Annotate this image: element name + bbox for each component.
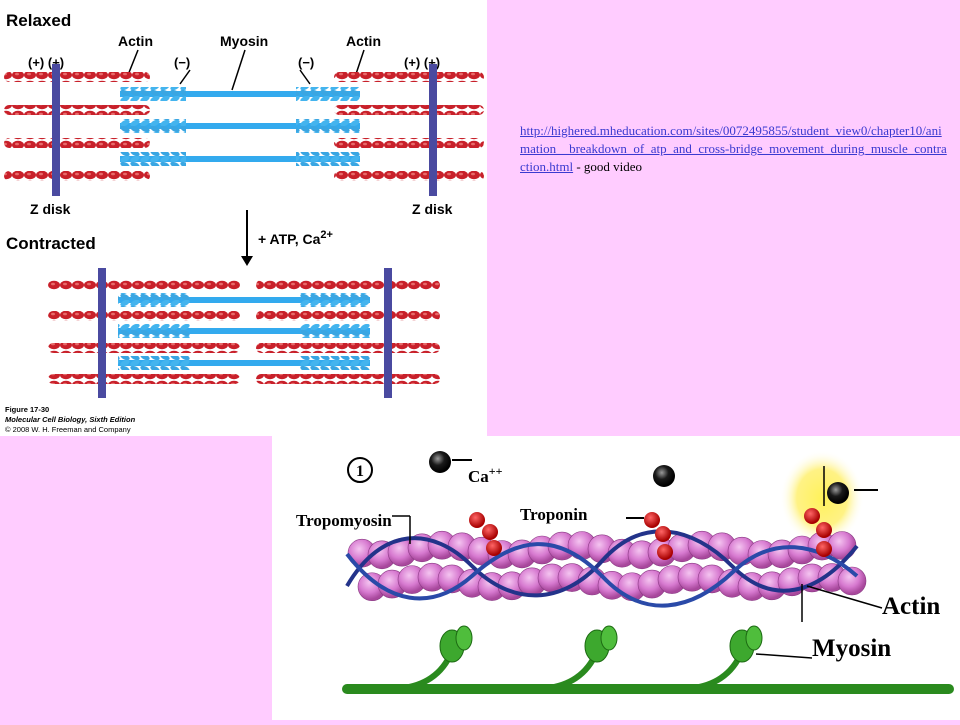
sarcomere-diagram: Relaxed Actin Myosin Actin (+) (+) (−) (… <box>4 11 484 434</box>
caption-line3: © 2008 W. H. Freeman and Company <box>5 425 131 434</box>
myosin-label: Myosin <box>812 635 891 662</box>
tropomyosin-strand-2 <box>345 542 859 608</box>
actin-filament-segment <box>256 374 440 384</box>
myosin-thick-filament <box>118 328 370 334</box>
troponin-complex-3 <box>804 508 832 557</box>
z-disk <box>52 64 60 196</box>
myosin-heads <box>118 293 190 307</box>
actin-monomer <box>827 531 857 560</box>
z-disk <box>429 64 437 196</box>
myosin-pointer <box>231 49 246 91</box>
actin-monomer <box>837 566 867 596</box>
relaxed-label: Relaxed <box>6 11 71 30</box>
minus-right-pointer <box>299 69 311 85</box>
myosin-heads <box>118 324 190 338</box>
actin-filament-segment <box>334 72 484 82</box>
transition-arrow-head <box>241 256 253 266</box>
caption-line1: Figure 17-30 <box>5 405 49 414</box>
minus-left-pointer <box>179 69 191 85</box>
actin-filament-segment <box>334 138 484 148</box>
myosin-heads <box>300 324 370 338</box>
myosin-heads <box>296 152 360 166</box>
actin-filament-segment <box>48 280 240 290</box>
link-block: http://highered.mheducation.com/sites/00… <box>520 122 950 176</box>
calcium-ion-2 <box>653 465 675 487</box>
myosin-heads <box>300 293 370 307</box>
myosin-heads <box>120 87 186 101</box>
actin-filament-segment <box>48 374 240 384</box>
tropomyosin-label: Tropomyosin <box>296 511 392 530</box>
actin-label-left: Actin <box>118 33 153 49</box>
myosin-heads <box>120 152 186 166</box>
caption-line2: Molecular Cell Biology, Sixth Edition <box>5 415 136 424</box>
calcium-label: Ca++ <box>468 464 503 486</box>
myosin-heads <box>118 356 190 370</box>
myosin-thick-filament <box>118 360 370 366</box>
actin-filament-segment <box>4 138 150 148</box>
contracted-label: Contracted <box>6 234 96 253</box>
myosin-thick-filament <box>120 156 360 162</box>
contracted-sarcomere <box>48 268 440 398</box>
z-disk-label-right: Z disk <box>412 201 453 217</box>
myosin-backbone <box>342 684 954 694</box>
video-link[interactable]: http://highered.mheducation.com/sites/00… <box>520 123 947 174</box>
actin-filament <box>347 530 867 602</box>
step-number: 1 <box>356 463 364 480</box>
actin-filament-segment <box>4 105 150 115</box>
thin-filament-diagram: 1 <box>296 450 954 694</box>
myosin-filament <box>342 625 954 694</box>
myosin-heads <box>296 119 360 133</box>
myosin-head-lobe <box>455 625 473 651</box>
z-disk-label-left: Z disk <box>30 201 71 217</box>
actin-filament-segment <box>4 171 150 181</box>
actin-filament-segment <box>334 171 484 181</box>
calcium-ion-1 <box>429 451 451 473</box>
step-number-circle <box>347 457 373 483</box>
link-area <box>487 0 960 357</box>
actin-label-right: Actin <box>346 33 381 49</box>
actin-filament-segment <box>4 72 150 82</box>
actin-filament-segment <box>256 280 440 290</box>
link-suffix: - good video <box>573 159 643 174</box>
myosin-pointer <box>755 653 813 659</box>
actin-filament-segment <box>256 343 440 353</box>
myosin-head-lobe <box>600 625 618 651</box>
troponin-complex-2 <box>644 512 673 560</box>
myosin-heads <box>120 119 186 133</box>
myosin-heads <box>296 87 360 101</box>
thin-filament-figure: 1 <box>272 436 960 720</box>
arrow-label: + ATP, Ca2+ <box>258 229 333 247</box>
actin-pointer <box>806 585 883 609</box>
sarcomere-figure: Relaxed Actin Myosin Actin (+) (+) (−) (… <box>0 0 487 436</box>
myosin-thick-filament <box>118 297 370 303</box>
polarity-minus-left: (−) <box>174 55 190 70</box>
relaxed-sarcomere <box>4 64 484 196</box>
myosin-thick-filament <box>120 91 360 97</box>
calcium-ion-bound <box>827 482 849 504</box>
myosin-thick-filament <box>120 123 360 129</box>
myosin-heads <box>300 356 370 370</box>
z-disk <box>98 268 106 398</box>
actin-filament-segment <box>48 343 240 353</box>
myosin-label: Myosin <box>220 33 268 49</box>
actin-filament-segment <box>334 105 484 115</box>
troponin-complex-1 <box>469 512 502 556</box>
activation-glow <box>780 450 864 546</box>
troponin-label: Troponin <box>520 505 588 524</box>
z-disk <box>384 268 392 398</box>
actin-filament-segment <box>48 311 240 321</box>
actin-filament-segment <box>256 311 440 321</box>
polarity-minus-right: (−) <box>298 55 314 70</box>
tropomyosin-strand-1 <box>345 529 859 598</box>
actin-label: Actin <box>882 593 940 620</box>
myosin-head-lobe <box>745 625 763 651</box>
